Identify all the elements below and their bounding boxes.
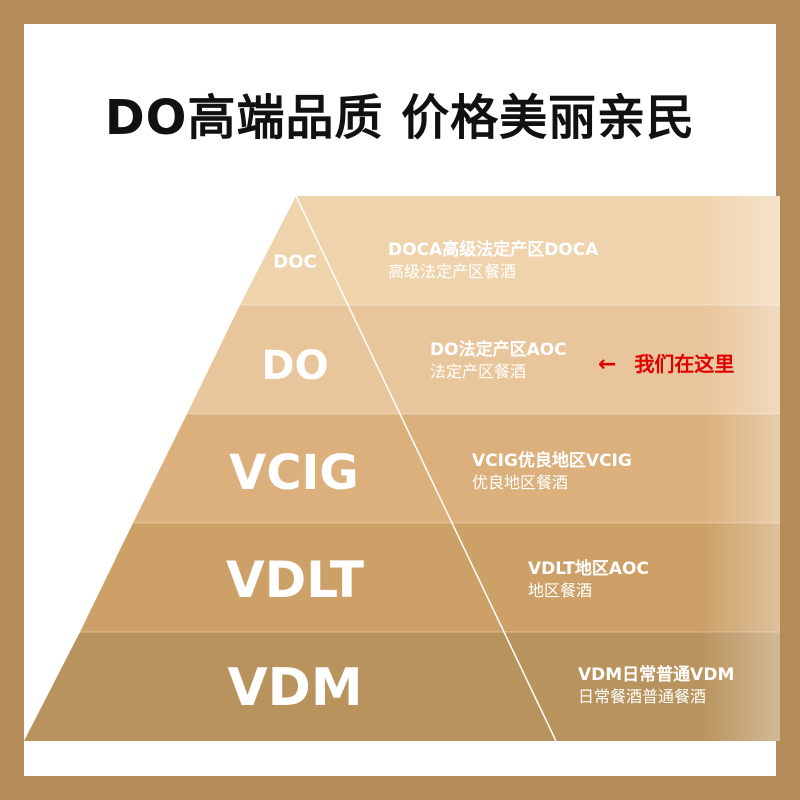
tier-desc-do-line2: 法定产区餐酒 <box>430 362 527 381</box>
left-arrow-icon: ← <box>598 352 617 377</box>
we-are-here-marker: ← 我们在这里 <box>598 348 734 377</box>
tier-band-vdm <box>24 632 780 741</box>
fade-overlay <box>700 196 780 741</box>
tier-code-vdm: VDM <box>227 658 363 718</box>
tier-code-do: DO <box>261 343 329 389</box>
tier-desc-vdm: VDM日常普通VDM 日常餐酒普通餐酒 <box>578 664 734 708</box>
tier-desc-vcig-line1: VCIG优良地区VCIG <box>472 451 632 471</box>
tier-desc-do: DO法定产区AOC 法定产区餐酒 <box>430 339 567 383</box>
tier-desc-doc-line2: 高级法定产区餐酒 <box>388 262 517 281</box>
tier-code-vcig: VCIG <box>229 445 359 501</box>
tier-desc-vdlt-line1: VDLT地区AOC <box>528 559 649 579</box>
tier-desc-vdlt-line2: 地区餐酒 <box>528 581 593 600</box>
tier-band-do <box>187 305 780 414</box>
tier-band-vdlt <box>80 523 780 632</box>
divider-line <box>295 195 557 742</box>
tier-desc-vdm-line2: 日常餐酒普通餐酒 <box>578 687 707 706</box>
we-are-here-label: 我们在这里 <box>634 352 735 376</box>
tier-desc-doc-line1: DOCA高级法定产区DOCA <box>388 240 599 260</box>
tier-band-vcig <box>133 414 780 523</box>
tier-desc-vcig: VCIG优良地区VCIG 优良地区餐酒 <box>472 450 632 494</box>
tier-code-doc: DOC <box>273 251 317 273</box>
tier-desc-vdm-line1: VDM日常普通VDM <box>578 665 735 685</box>
tier-band-doc <box>240 196 780 305</box>
tier-desc-vdlt: VDLT地区AOC 地区餐酒 <box>528 558 649 602</box>
tier-desc-doc: DOCA高级法定产区DOCA 高级法定产区餐酒 <box>388 239 598 283</box>
tier-code-vdlt: VDLT <box>226 551 364 609</box>
headline: DO高端品质 价格美丽亲民 <box>104 90 696 146</box>
tier-desc-vcig-line2: 优良地区餐酒 <box>472 473 569 492</box>
tier-desc-do-line1: DO法定产区AOC <box>430 340 567 360</box>
